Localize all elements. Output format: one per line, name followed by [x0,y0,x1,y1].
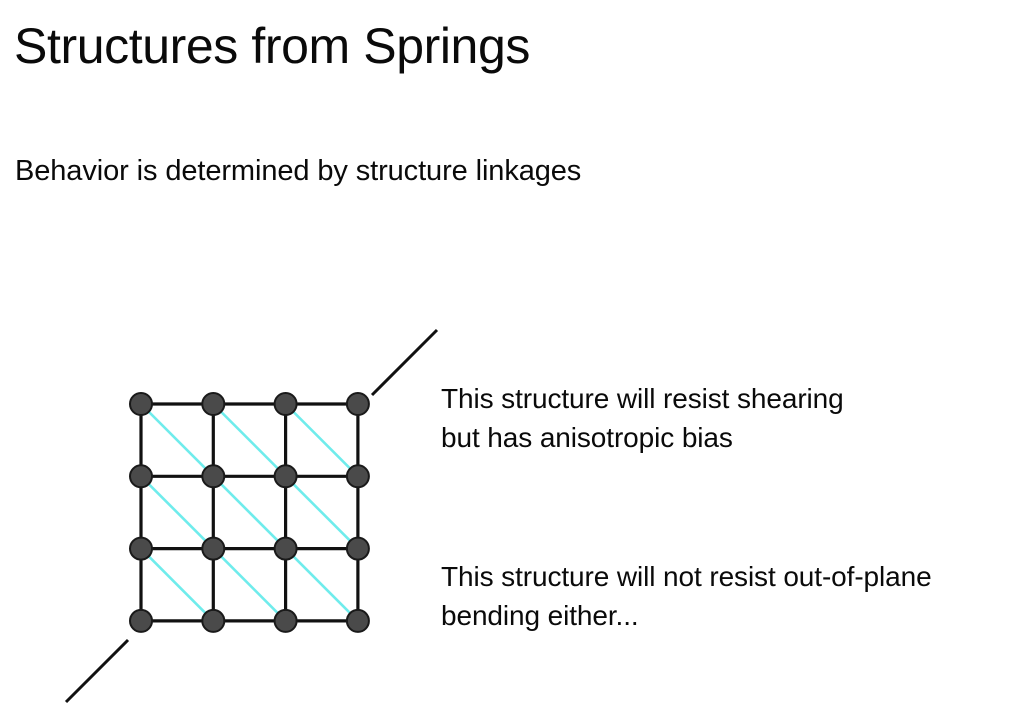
lattice-diagram [0,300,520,720]
grid-nodes-group [129,392,370,633]
lattice-node [129,608,153,633]
lattice-node [129,464,153,489]
leader-lines-group [64,328,439,704]
leader-top-right [370,328,439,397]
lattice-node [129,392,153,416]
lattice-node [129,536,153,561]
lattice-node [201,608,226,633]
diagonal-spring [284,547,359,622]
lattice-node [345,392,370,416]
annotation-bending-text: This structure will not resist out-of-pl… [441,561,932,631]
leader-bottom-left [64,638,130,704]
diagonal-spring [284,403,359,478]
diagonal-spring [140,403,215,478]
lattice-node [345,464,370,489]
diagonal-springs-group [140,403,359,622]
lattice-node [273,608,298,633]
diagonal-spring [212,547,287,622]
grid-edges-group [139,402,360,623]
annotation-shear-text: This structure will resist shearing but … [441,383,844,453]
lattice-node [273,536,298,561]
diagonal-spring [212,403,287,478]
lattice-node [273,392,298,416]
lattice-node [201,536,226,561]
lattice-node [273,464,298,489]
lattice-svg [64,328,439,704]
lattice-node [345,536,370,561]
diagonal-spring [140,547,215,622]
diagonal-spring [212,475,287,550]
lattice-node [201,464,226,489]
page-title: Structures from Springs [14,18,530,74]
diagonal-spring [284,475,359,550]
slide-subtitle: Behavior is determined by structure link… [15,155,582,187]
lattice-node [345,608,370,633]
diagonal-spring [140,475,215,550]
lattice-node [201,392,226,416]
